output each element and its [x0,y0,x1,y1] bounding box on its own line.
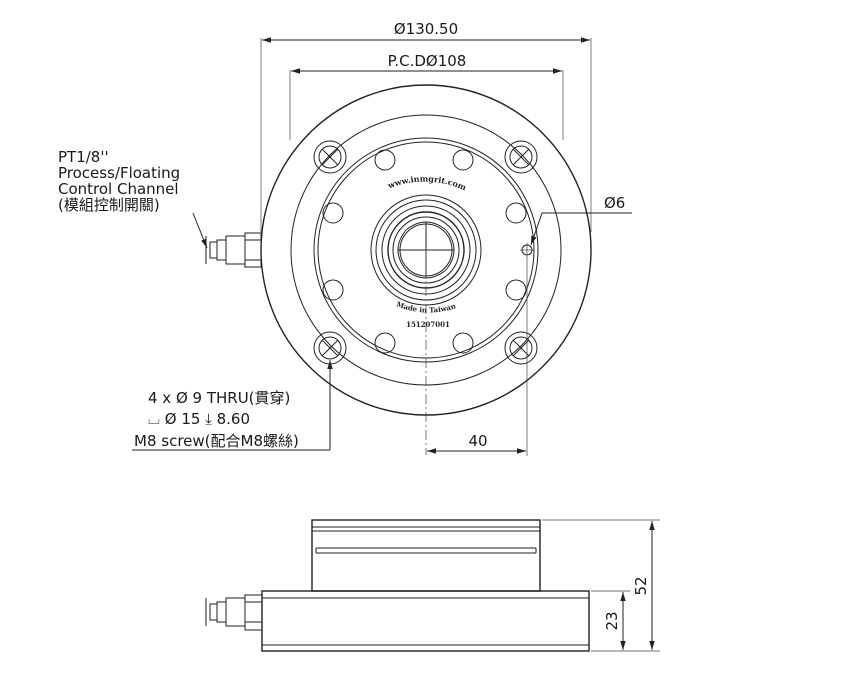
outer-diameter-dimension: Ø130.50 [262,20,590,43]
total-height-dimension: 52 [632,521,655,650]
base-height-dimension: 23 [603,592,626,650]
base-flange [261,590,590,652]
made-in-text: Made in Taiwan [395,299,457,314]
top-view: Ø130.50 P.C.DØ108 [58,20,632,456]
svg-text:www.inmgrit.com: www.inmgrit.com [385,173,468,192]
serial-text: 151207001 [406,320,450,329]
hole-note-line-1: 4 x Ø 9 THRU(貫穿) [148,389,290,407]
bolt-hole-ring [322,149,527,354]
air-fitting-side [205,594,263,631]
mounting-hole [313,331,347,365]
pin-hole-label: Ø6 [604,194,625,212]
brand-text: www.inmgrit.com [385,173,468,192]
base-height-label: 23 [603,611,621,630]
offset-dimension: 40 [427,256,528,456]
mounting-hole [504,140,538,174]
port-note-line-3: Control Channel [58,180,179,198]
side-view: 52 23 [205,519,660,652]
pcd-label: P.C.DØ108 [388,52,467,70]
port-note-line-2: Process/Floating [58,164,180,182]
mounting-hole [313,140,347,174]
port-note: PT1/8'' Process/Floating Control Channel… [58,148,180,214]
offset-label: 40 [468,432,487,450]
hole-note-line-2: ⌴ Ø 15 ⤓ 8.60 [148,410,250,428]
pin-hole: Ø6 [520,194,632,257]
hole-note-line-3: M8 screw(配合M8螺絲) [134,432,299,450]
pcd-dimension: P.C.DØ108 [291,52,562,74]
outer-diameter-label: Ø130.50 [394,20,458,38]
svg-text:Made in Taiwan: Made in Taiwan [395,299,457,314]
air-fitting [205,232,262,268]
hole-note: 4 x Ø 9 THRU(貫穿) ⌴ Ø 15 ⤓ 8.60 M8 screw(… [132,360,333,451]
port-note-line-4: (模組控制開關) [58,196,160,214]
port-note-line-1: PT1/8'' [58,148,109,166]
mounting-hole [504,331,538,365]
total-height-label: 52 [632,576,650,595]
